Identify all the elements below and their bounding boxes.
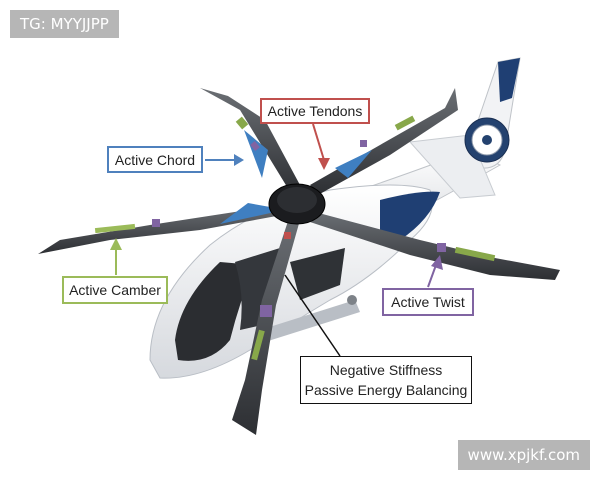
label-active-camber: Active Camber: [62, 276, 168, 304]
negative-stiffness-line2: Passive Energy Balancing: [304, 382, 468, 398]
label-active-tendons: Active Tendons: [260, 98, 370, 124]
chord-arrowhead: [234, 154, 244, 166]
tendons-arrowhead: [318, 158, 330, 170]
negative-stiffness-line1: Negative Stiffness: [329, 362, 443, 378]
callout-arrows: [110, 123, 443, 357]
watermark-top-left: TG: MYYJJPP: [10, 10, 119, 38]
twist-arrowhead: [431, 255, 443, 270]
label-active-twist: Active Twist: [382, 288, 474, 316]
camber-arrowhead: [110, 238, 122, 250]
label-negative-stiffness: Negative Stiffness Passive Energy Balanc…: [300, 356, 472, 404]
rotor-blades: [38, 88, 560, 435]
negative-stiffness-leader: [284, 274, 341, 357]
watermark-bottom-right: www.xpjkf.com: [457, 440, 590, 470]
label-active-chord: Active Chord: [107, 146, 203, 173]
